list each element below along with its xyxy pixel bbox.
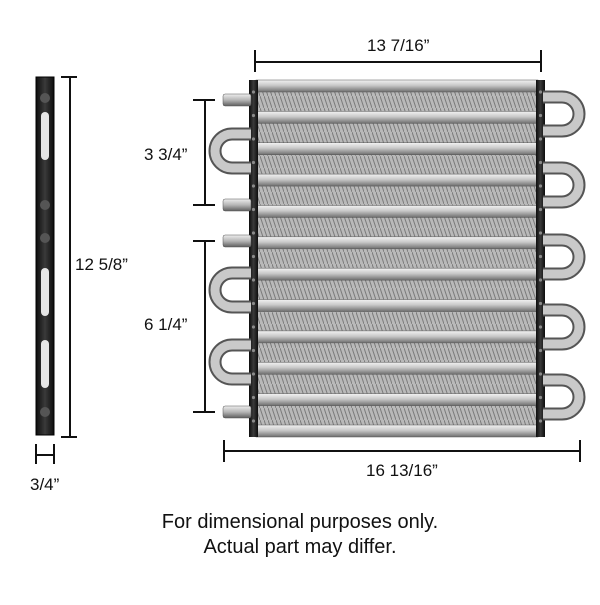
tank-rivet bbox=[251, 348, 256, 353]
tank-rivet bbox=[538, 348, 543, 353]
left-u-bend-highlight bbox=[210, 340, 251, 384]
thickness-dimension bbox=[35, 444, 55, 464]
cooler-tube bbox=[255, 267, 539, 281]
right-fittings bbox=[543, 90, 586, 421]
side-view-bar bbox=[35, 76, 55, 436]
right-tank bbox=[536, 80, 545, 437]
tank-rivet bbox=[538, 278, 543, 282]
right-u-bend-highlight bbox=[543, 92, 584, 136]
right-u-bend-highlight bbox=[543, 163, 584, 207]
overall-width-label: 16 13/16” bbox=[366, 461, 438, 480]
lower-port-spacing-label: 6 1/4” bbox=[144, 315, 188, 334]
tank-rivet bbox=[538, 160, 543, 165]
tank-rivet bbox=[251, 278, 256, 282]
tank-rivet bbox=[251, 301, 256, 306]
tank-rivet bbox=[251, 160, 256, 165]
tank-rivet bbox=[538, 113, 543, 118]
side-hole bbox=[40, 93, 50, 103]
cooler-tube bbox=[255, 142, 539, 155]
right-u-bend-highlight bbox=[543, 305, 584, 349]
side-slot bbox=[41, 112, 49, 160]
tank-rivet bbox=[251, 137, 256, 141]
outlet-port bbox=[222, 405, 252, 419]
height-label: 12 5/8” bbox=[75, 255, 128, 274]
tank-rivet bbox=[538, 90, 543, 94]
tank-rivet bbox=[251, 372, 256, 376]
tank-rivet bbox=[538, 395, 543, 400]
port-fitting bbox=[222, 234, 252, 248]
left-tank bbox=[249, 80, 258, 437]
left-u-bend-highlight bbox=[210, 268, 251, 312]
tank-rivet bbox=[538, 301, 543, 306]
lower-port-dimension bbox=[193, 240, 215, 413]
tank-rivet bbox=[538, 254, 543, 259]
tank-rivet bbox=[251, 184, 256, 188]
cooler-tube bbox=[255, 330, 539, 344]
upper-port-spacing-label: 3 3/4” bbox=[144, 145, 188, 164]
tank-rivet bbox=[251, 113, 256, 118]
disclaimer-line-1: For dimensional purposes only. bbox=[161, 511, 439, 533]
cooler-tube bbox=[255, 79, 539, 93]
tank-rivet bbox=[251, 207, 256, 212]
tank-rivet bbox=[538, 137, 543, 141]
disclaimer-line-2: Actual part may differ. bbox=[203, 536, 397, 558]
tubes bbox=[255, 79, 539, 438]
cooler-tube bbox=[255, 173, 539, 187]
cooler-core bbox=[255, 79, 539, 438]
left-fittings bbox=[208, 93, 252, 419]
tank-rivet bbox=[538, 184, 543, 188]
port-fitting bbox=[222, 198, 252, 212]
side-hole bbox=[40, 200, 50, 210]
side-view bbox=[35, 76, 55, 436]
fin-area bbox=[256, 80, 538, 437]
tank-rivet bbox=[251, 419, 256, 423]
tank-rivet bbox=[251, 90, 256, 94]
overall-width-dimension bbox=[223, 440, 581, 462]
tank-rivet bbox=[538, 207, 543, 212]
tank-rivet bbox=[251, 395, 256, 400]
height-dimension bbox=[61, 76, 77, 438]
side-slot bbox=[41, 268, 49, 316]
cooler-tube bbox=[255, 299, 539, 312]
top-width-label: 13 7/16” bbox=[367, 36, 430, 55]
cooler-tube bbox=[255, 205, 539, 218]
side-hole bbox=[40, 233, 50, 243]
tank-rivet bbox=[251, 325, 256, 329]
inlet-port bbox=[222, 93, 252, 107]
cooler-tube bbox=[255, 362, 539, 375]
top-width-dimension bbox=[254, 50, 542, 72]
cooler-tube bbox=[255, 393, 539, 406]
cooler-tube bbox=[255, 424, 539, 438]
tank-rivet bbox=[538, 325, 543, 329]
tank-rivet bbox=[538, 372, 543, 376]
thickness-label: 3/4” bbox=[30, 475, 60, 494]
tank-rivet bbox=[538, 231, 543, 235]
cooler-tube bbox=[255, 236, 539, 250]
cooler-tube bbox=[255, 111, 539, 124]
right-u-bend-highlight bbox=[543, 375, 584, 419]
tank-rivet bbox=[251, 231, 256, 235]
tank-rivet bbox=[538, 419, 543, 423]
tank-dots bbox=[251, 90, 543, 423]
right-u-bend-highlight bbox=[543, 235, 584, 279]
side-slot bbox=[41, 340, 49, 388]
tank-rivet bbox=[251, 254, 256, 259]
upper-port-dimension bbox=[193, 99, 215, 206]
left-u-bend-highlight bbox=[210, 129, 251, 173]
side-hole bbox=[40, 407, 50, 417]
